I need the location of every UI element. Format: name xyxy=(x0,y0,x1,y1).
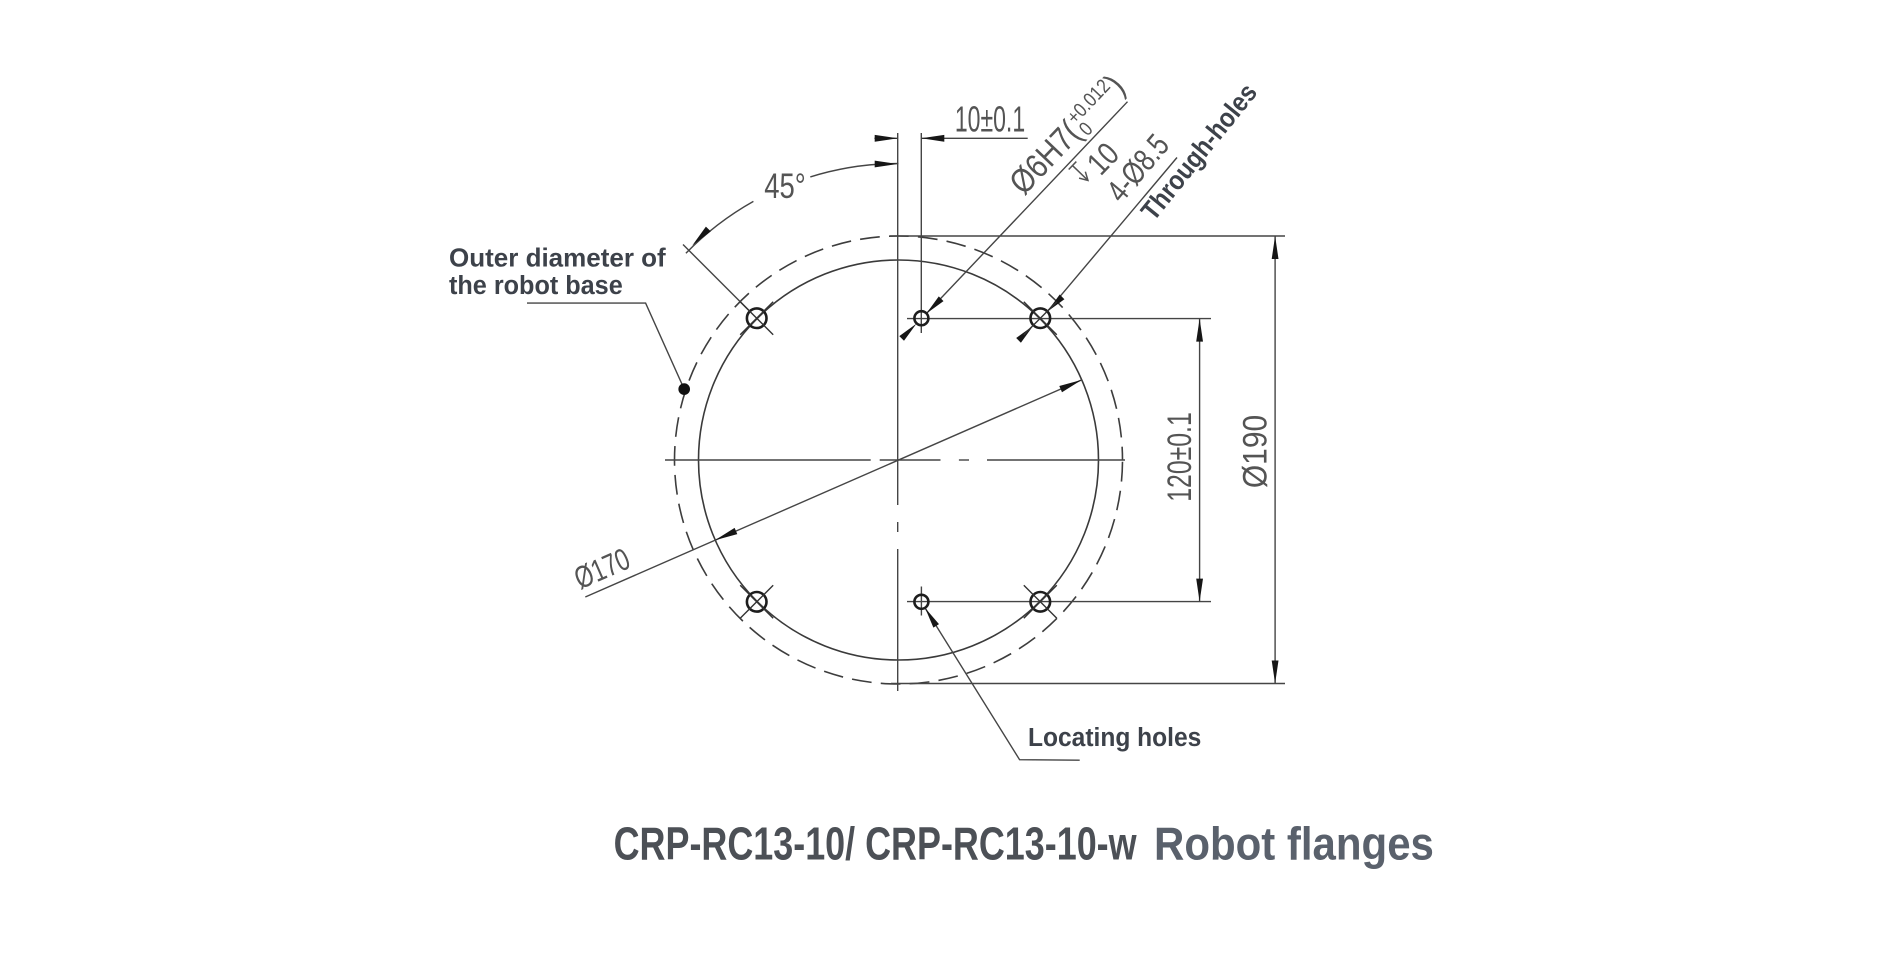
svg-text:120±0.1: 120±0.1 xyxy=(1161,412,1199,501)
svg-text:Outer diameter of: Outer diameter of xyxy=(449,243,666,273)
svg-text:Ø190: Ø190 xyxy=(1236,415,1274,488)
svg-text:Locating holes: Locating holes xyxy=(1028,723,1201,752)
svg-text:10±0.1: 10±0.1 xyxy=(955,101,1025,140)
svg-text:45°: 45° xyxy=(764,167,806,206)
svg-text:Robot flanges: Robot flanges xyxy=(1154,819,1434,870)
svg-text:the robot base: the robot base xyxy=(449,271,623,299)
svg-text:CRP-RC13-10/ CRP-RC13-10-w: CRP-RC13-10/ CRP-RC13-10-w xyxy=(614,818,1138,869)
